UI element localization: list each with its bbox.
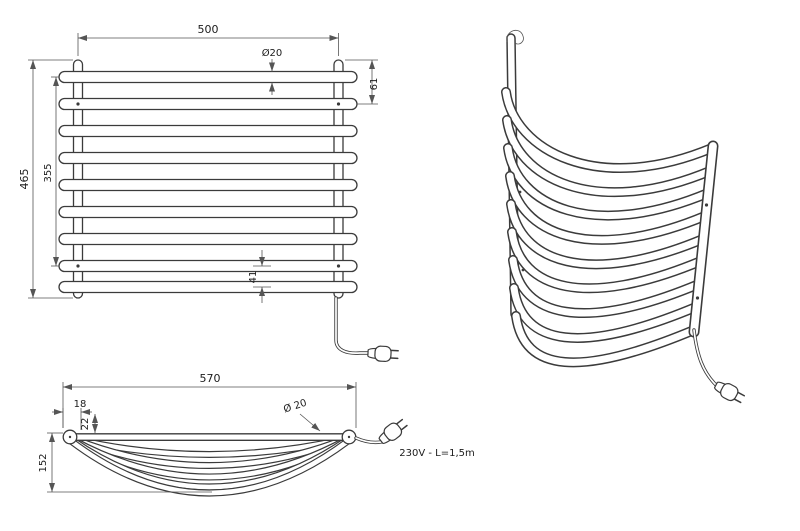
dimension-front-tube-diameter: Ø20 [262,47,283,95]
back-bar-top-view [65,433,353,441]
screw-dot [347,435,351,439]
top-power-cable [354,436,383,445]
dimension-top-width: 570 [62,372,357,428]
dimension-top-end-offset: 18 [52,399,92,430]
front-power-plug-icon [366,344,400,363]
dim-front-bottom-gap-label: 41 [248,271,259,284]
curved-tubes-top [67,435,352,497]
power-spec-label: 230V - L=1,5m [399,448,475,459]
perspective-view [501,29,747,407]
screw-dot [76,102,80,106]
radiator-bar [58,178,358,192]
radiator-bar [58,70,358,84]
dim-top-diameter-label: Ø 20 [282,397,308,416]
dim-top-depth-label: 152 [38,453,49,472]
screw-dot [695,296,700,300]
dimension-front-top-gap: 61 [345,59,380,105]
front-view: 500 Ø20 61 465 355 [18,23,400,363]
top-power-plug-icon [375,415,411,448]
dim-front-top-gap-label: 61 [369,78,380,91]
radiator-bar [58,205,358,219]
curved-tubes-perspective [501,87,717,368]
dimension-front-bottom-gap: 41 [248,250,271,303]
screw-dot [521,268,525,272]
dimension-top-side-offset: 22 [80,414,98,433]
radiator-bar [58,124,358,138]
top-view: 570 18 [38,372,475,497]
dim-front-width-label: 500 [198,23,219,36]
dimension-top-tube-diameter: Ø 20 [282,397,321,432]
perspective-power-plug-icon [711,377,747,407]
screw-dot [518,190,522,194]
radiator-bars [58,70,358,294]
screw-dot [336,264,341,268]
dim-front-rail-span-label: 355 [43,163,54,182]
radiator-bar [58,97,358,111]
dim-top-side-offset-label: 22 [80,418,91,431]
dim-top-width-label: 570 [200,372,221,385]
dimension-front-rail-span: 355 [43,76,59,267]
radiator-bar [58,280,358,294]
screw-dot [68,435,72,439]
radiator-bar [58,151,358,165]
dimension-top-depth: 152 [38,432,212,493]
radiator-bar [58,259,358,273]
screw-dot [336,102,341,106]
dim-front-diameter-label: Ø20 [262,47,283,59]
dim-front-height-label: 465 [18,169,31,190]
front-power-cable [334,296,370,355]
dimension-front-height: 465 [18,59,73,299]
vent-hook [506,29,524,45]
radiator-bar [58,232,358,246]
dimension-front-width: 500 [77,23,339,56]
perspective-power-cable [692,328,718,387]
screw-dot [704,203,709,207]
dim-top-end-offset-label: 18 [74,399,87,410]
screw-dot [76,264,80,268]
